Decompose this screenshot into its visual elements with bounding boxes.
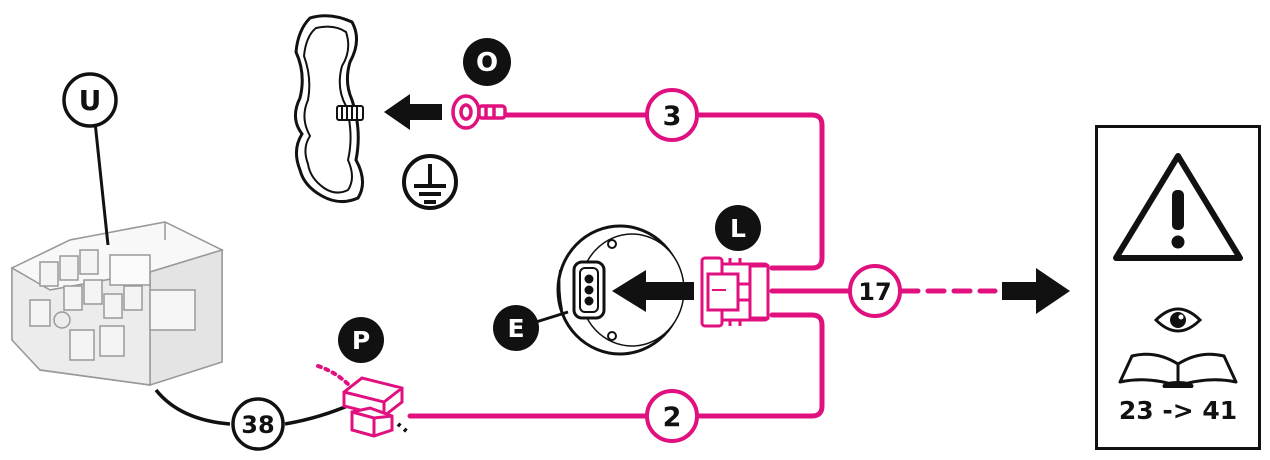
- wire-17-label: 17: [858, 278, 891, 306]
- label-o-badge: O: [463, 38, 511, 86]
- wire-harness: [316, 112, 998, 419]
- wire-38-badge: 38: [231, 397, 285, 451]
- warning-reference-panel: 23 -> 41: [1095, 125, 1261, 450]
- u-leader-line: [93, 121, 110, 246]
- label-l: L: [730, 214, 746, 243]
- arrow-to-sensor-icon: [612, 270, 694, 312]
- wire-3-path: [502, 112, 825, 271]
- fuse-holder-p: [342, 376, 404, 438]
- label-e-badge: E: [493, 305, 539, 351]
- e-leader-line: [535, 310, 569, 324]
- fuse-wire-dots-bottom: [396, 422, 412, 436]
- connector-l: [700, 256, 770, 328]
- label-u-badge: U: [62, 72, 118, 128]
- warning-panel-icons: [1113, 153, 1243, 388]
- eye-icon: [1153, 307, 1203, 333]
- chassis-ground-plate: [294, 14, 364, 203]
- arrow-to-bolt-icon: [384, 94, 442, 130]
- wire-2-badge: 2: [645, 389, 699, 443]
- label-p: P: [352, 326, 370, 355]
- ground-symbol-icon: [402, 154, 458, 210]
- open-book-icon: [1118, 352, 1238, 388]
- label-u: U: [79, 84, 102, 117]
- label-o: O: [476, 48, 498, 78]
- label-e: E: [507, 314, 524, 343]
- ground-bolt: [336, 105, 364, 121]
- wire-2-label: 2: [663, 402, 682, 433]
- wire-3-label: 3: [663, 101, 682, 132]
- page-reference: 23 -> 41: [1118, 396, 1238, 425]
- wire-2-path: [407, 312, 825, 419]
- relay-box: [10, 221, 225, 387]
- arrow-right-icon: [1002, 268, 1070, 314]
- wire-3-badge: 3: [645, 88, 699, 142]
- label-p-badge: P: [338, 317, 384, 363]
- fuse-wire-dots-top: [316, 364, 352, 388]
- label-l-badge: L: [715, 205, 761, 251]
- warning-triangle-icon: [1113, 153, 1243, 261]
- wire-38-label: 38: [241, 411, 274, 439]
- ring-terminal: [451, 94, 507, 130]
- wire-17-badge: 17: [848, 264, 902, 318]
